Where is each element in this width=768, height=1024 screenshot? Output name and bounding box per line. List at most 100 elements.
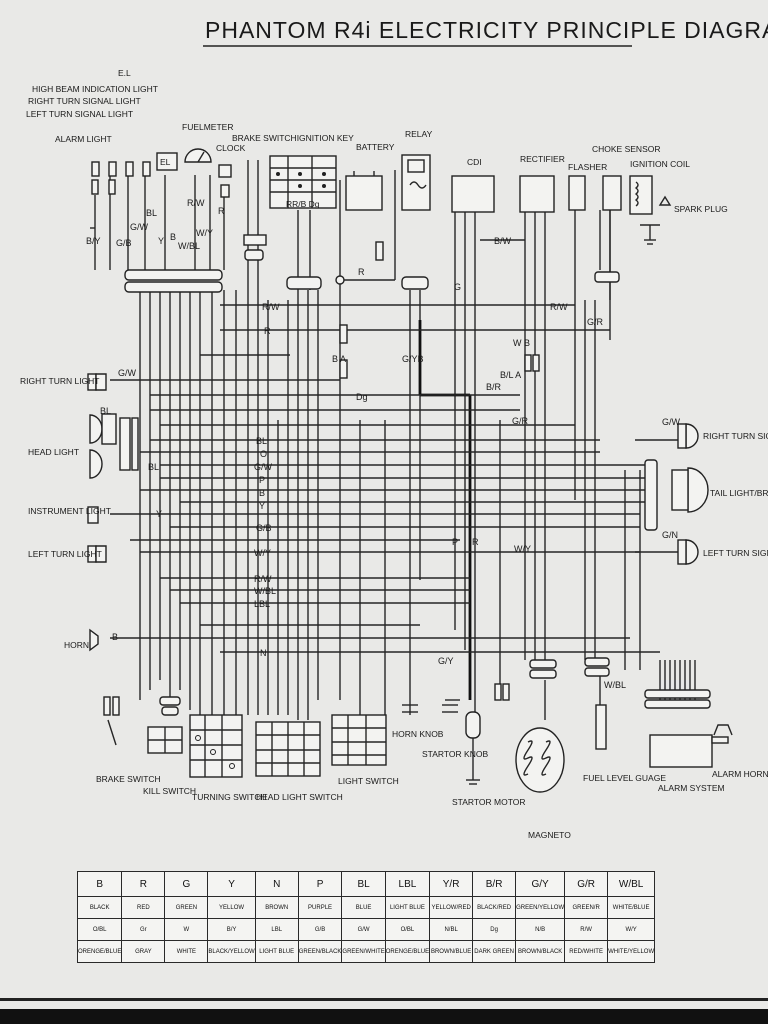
clock-label: CLOCK: [216, 143, 246, 153]
wire-label-gb-mid: G/B: [256, 523, 272, 533]
bottom-switches: [147, 683, 733, 793]
wire-label-gw: G/W: [130, 222, 149, 232]
wire-label-gw-rear: G/W: [662, 417, 681, 427]
wire-label-bl-head-low: BL: [148, 462, 159, 472]
legend-cell: GREEN/R: [564, 896, 609, 919]
wire-label-gy: G/Y: [438, 656, 454, 666]
legend-cell: GREEN/BLACK: [297, 940, 343, 963]
wire-label-bl-head: BL: [100, 406, 111, 416]
ignition-coil-label: IGNITION COIL: [630, 159, 690, 169]
legend-cell: PURPLE: [297, 896, 343, 919]
bulb-1: [91, 161, 100, 177]
legend-cell: GRAY: [121, 940, 166, 963]
turning-switch-block: [189, 714, 243, 778]
legend-cell: R: [121, 871, 166, 897]
legend-cell: WHITE: [164, 940, 209, 963]
legend-cell: RED/WHITE: [564, 940, 609, 963]
legend-cell: BLACK/YELLOW: [207, 940, 256, 963]
wire-label-b: B: [170, 232, 176, 242]
alarm-light-label: ALARM LIGHT: [55, 134, 112, 144]
head-light-label: HEAD LIGHT: [28, 447, 79, 457]
legend-cell: WHITE/BLUE: [607, 896, 656, 919]
component-labels: E.L HIGH BEAM INDICATION LIGHT RIGHT TUR…: [20, 68, 768, 840]
wire-label-gr-mid: G/R: [512, 416, 529, 426]
instrument-bulb: [87, 506, 99, 524]
wire-label-p-low: P: [452, 537, 458, 547]
wire-label-b-mid: B: [259, 488, 265, 498]
brake-switch-label: BRAKE SWITCH: [96, 774, 161, 784]
svg-text:RR/B Dg: RR/B Dg: [286, 199, 320, 209]
legend-cell: N/BL: [429, 918, 474, 941]
legend-cell: G/B: [297, 918, 343, 941]
wire-label-gn-rear: G/N: [662, 530, 678, 540]
choke-sensor-body: [602, 175, 622, 211]
relay-label: RELAY: [405, 129, 433, 139]
page-divider: [0, 998, 768, 1001]
tail-lamp: [687, 467, 709, 513]
wire-label-gr: G/R: [587, 317, 604, 327]
harness-couplers: [124, 249, 711, 716]
wire-label-bl-mid: BL: [256, 436, 267, 446]
legend-cell: BL: [341, 871, 386, 897]
alarm-horn-label: ALARM HORN: [712, 769, 768, 779]
wire-label-wy-right: W/Y: [514, 544, 531, 554]
spark-plug-label: SPARK PLUG: [674, 204, 728, 214]
instrument-light-label: INSTRUMENT LIGHT: [28, 506, 111, 516]
battery-label: BATTERY: [356, 142, 395, 152]
legend-cell: N: [254, 871, 299, 897]
flasher-label: FLASHER: [568, 162, 607, 172]
legend-cell: Y/R: [429, 871, 474, 897]
diagram-title: PHANTOM R4i ELECTRICITY PRINCIPLE DIAGRA…: [205, 17, 768, 43]
left-turn-light-label: LEFT TURN LIGHT: [28, 549, 102, 559]
horn-knob-label: HORN KNOB: [392, 729, 444, 739]
wire-label-gw-mid: G/W: [254, 462, 273, 472]
rectifier-label: RECTIFIER: [520, 154, 565, 164]
legend-cell: WHITE/YELLOW: [607, 940, 656, 963]
legend-cell: ORENGE/BLUE: [76, 940, 123, 963]
wire-label-b-horn: B: [112, 632, 118, 642]
cdi-body: [451, 175, 495, 213]
tail-light-label: TAIL LIGHT/BRAKE: [710, 488, 768, 498]
wire-trunks: [139, 210, 641, 720]
high-beam-label: HIGH BEAM INDICATION LIGHT: [32, 84, 158, 94]
horn-label: HORN: [64, 640, 89, 650]
head-light-upper: [89, 414, 103, 444]
legend-cell: LIGHT BLUE: [254, 940, 299, 963]
svg-text:EL: EL: [160, 157, 171, 167]
wire-label-o: O: [260, 449, 267, 459]
legend-cell: Y: [207, 871, 256, 897]
battery-body: [345, 175, 383, 211]
head-light-lower: [89, 449, 103, 479]
legend-cell: P: [297, 871, 343, 897]
legend-cell: G: [164, 871, 209, 897]
wire-label-rw-low: R/W: [254, 574, 272, 584]
startor-motor-label: STARTOR MOTOR: [452, 797, 526, 807]
brake-switch-block: [243, 234, 267, 246]
instrument-cluster: EL RR/B Dg: [91, 148, 672, 379]
wire-label-r-main: R: [264, 326, 271, 336]
wire-label-r-top: R: [218, 206, 225, 216]
alarm-system-label: ALARM SYSTEM: [658, 783, 725, 793]
wire-label-y-instr: Y: [156, 509, 162, 519]
legend-cell: ORENGE/BLUE: [384, 940, 431, 963]
legend-cell: YELLOW/RED: [429, 896, 474, 919]
ignition-coil-body: [629, 175, 653, 215]
front-lights: [87, 373, 139, 746]
legend-cell: BLACK/RED: [472, 896, 517, 919]
legend-cell: DARK GREEN: [472, 940, 517, 963]
legend-cell: N/B: [515, 918, 566, 941]
legend-cell: LIGHT BLUE: [384, 896, 431, 919]
legend-cell: W/BL: [607, 871, 656, 897]
cdi-label: CDI: [467, 157, 482, 167]
legend-cell: GREEN/YELLOW: [515, 896, 566, 919]
legend-cell: Gr: [121, 918, 166, 941]
wire-label-wbl: W/BL: [178, 241, 200, 251]
rear-right-turn-lamp: [685, 423, 699, 449]
wire-label-lbl: LBL: [254, 599, 270, 609]
ignition-key-block: [269, 155, 337, 209]
wire-label-gyb: G/YB: [402, 354, 424, 364]
